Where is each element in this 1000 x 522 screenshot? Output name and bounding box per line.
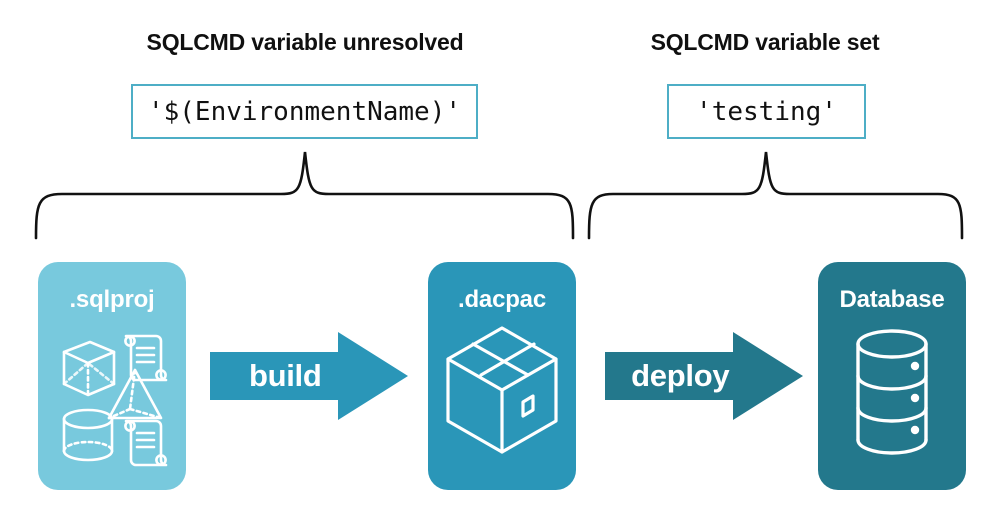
- db-tier-dot: [910, 425, 920, 435]
- curly-brace-left-icon: [34, 151, 575, 240]
- arrow-right-icon: [605, 332, 803, 420]
- stage-box-database: Database: [818, 262, 966, 490]
- stage-label-database: Database: [839, 286, 945, 313]
- db-tier-dot: [910, 393, 920, 403]
- arrow-deploy: deploy: [605, 332, 803, 420]
- curly-brace-right-icon: [587, 151, 964, 240]
- database-cylinder-icon: [856, 329, 928, 455]
- stage-label-sqlproj: .sqlproj: [69, 286, 155, 313]
- stage-label-dacpac: .dacpac: [458, 286, 546, 313]
- db-tier-dot: [910, 361, 920, 371]
- arrow-right-icon: [210, 332, 408, 420]
- section-title-set: SQLCMD variable set: [650, 29, 880, 55]
- stage-box-sqlproj: .sqlproj: [38, 262, 186, 490]
- sql-objects-icon: [62, 334, 168, 467]
- stage-box-dacpac: .dacpac: [428, 262, 576, 490]
- code-box-environment-name: '$(EnvironmentName)': [131, 84, 478, 139]
- code-box-testing: 'testing': [667, 84, 866, 139]
- package-box-icon: [446, 326, 558, 454]
- arrow-build: build: [210, 332, 408, 420]
- section-title-unresolved: SQLCMD variable unresolved: [146, 29, 464, 55]
